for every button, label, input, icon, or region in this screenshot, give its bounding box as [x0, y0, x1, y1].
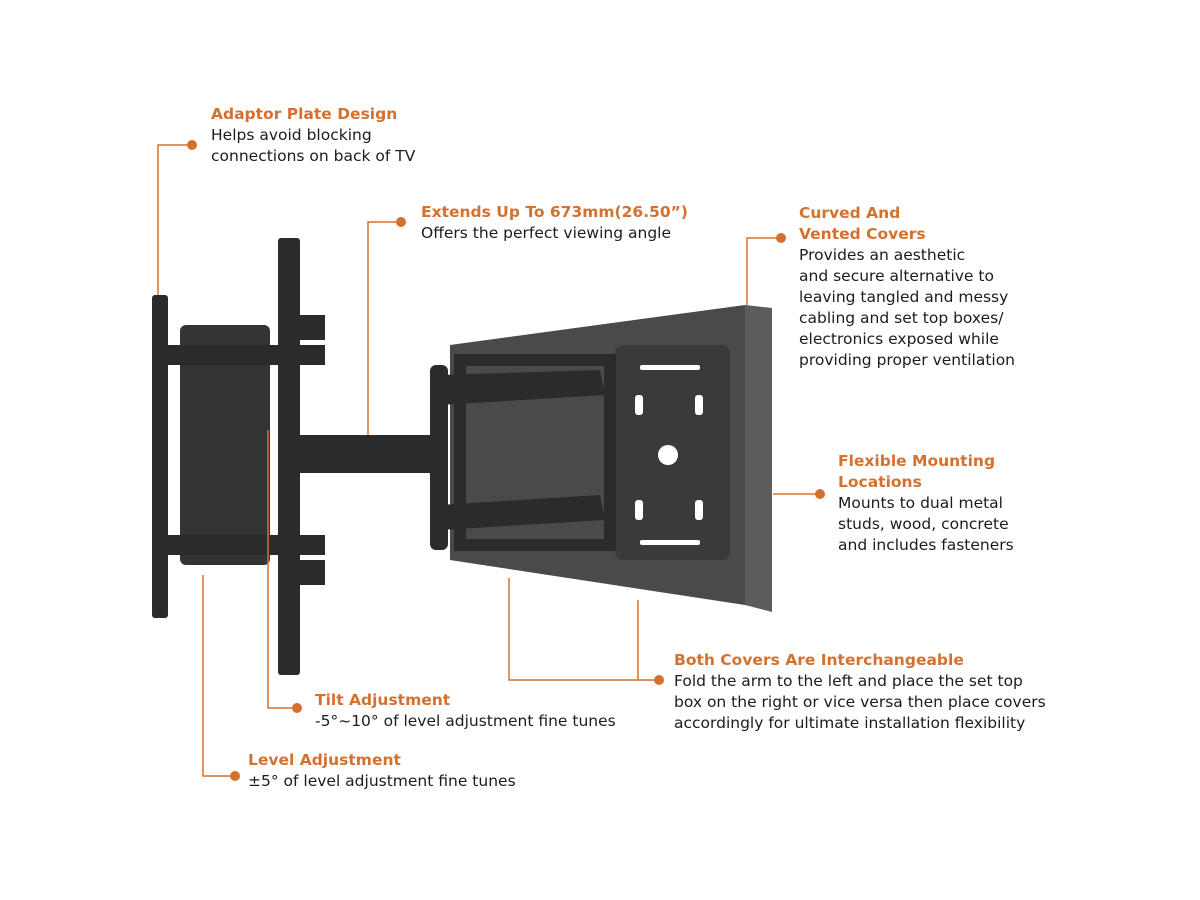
callout-extends: Extends Up To 673mm(26.50”) Offers the p… [421, 202, 688, 244]
callout-desc: Fold the arm to the left and place the s… [674, 672, 1046, 732]
callout-desc: ±5° of level adjustment fine tunes [248, 772, 516, 790]
left-bracket [152, 295, 168, 618]
callout-flexible-mounting: Flexible Mounting Locations Mounts to du… [838, 451, 1014, 556]
callout-title: Flexible Mounting Locations [838, 452, 996, 491]
leader-dots [187, 140, 825, 781]
callout-adaptor-plate: Adaptor Plate Design Helps avoid blockin… [211, 104, 415, 167]
callout-title: Level Adjustment [248, 751, 401, 769]
leader-lines [157, 144, 820, 777]
vent-slots [635, 365, 703, 545]
arm-upper [440, 370, 605, 405]
callout-title: Both Covers Are Interchangeable [674, 651, 964, 669]
arm-lower [440, 495, 605, 530]
center-plate [180, 325, 270, 565]
callout-level-adjustment: Level Adjustment ±5° of level adjustment… [248, 750, 516, 792]
callout-desc: Offers the perfect viewing angle [421, 224, 672, 242]
tv-mount [152, 238, 772, 675]
callout-curved-covers: Curved And Vented Covers Provides an aes… [799, 203, 1015, 371]
callout-title: Extends Up To 673mm(26.50”) [421, 203, 688, 221]
callout-title: Curved And Vented Covers [799, 204, 926, 243]
callout-desc: Mounts to dual metal studs, wood, concre… [838, 494, 1014, 554]
callout-desc: -5°~10° of level adjustment fine tunes [315, 712, 616, 730]
cover-side [745, 305, 772, 612]
callout-title: Tilt Adjustment [315, 691, 451, 709]
callout-desc: Helps avoid blocking connections on back… [211, 126, 416, 165]
callout-desc: Provides an aesthetic and secure alterna… [799, 246, 1016, 369]
callout-interchangeable-covers: Both Covers Are Interchangeable Fold the… [674, 650, 1046, 734]
callout-tilt-adjustment: Tilt Adjustment -5°~10° of level adjustm… [315, 690, 616, 732]
right-bracket [278, 238, 300, 675]
callout-title: Adaptor Plate Design [211, 105, 398, 123]
extension-arm [290, 435, 440, 473]
